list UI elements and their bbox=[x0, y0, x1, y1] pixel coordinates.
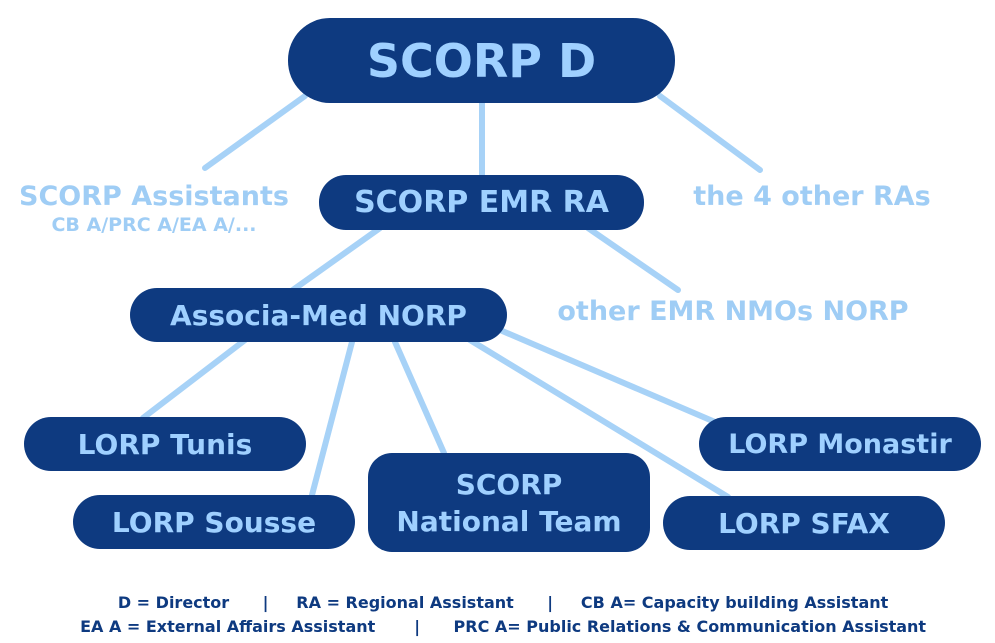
legend-line-1: D = Director | RA = Regional Assistant |… bbox=[0, 574, 995, 612]
node-scorp-d-label: SCORP D bbox=[366, 33, 597, 88]
node-scorp-national-team: SCORP National Team bbox=[368, 453, 650, 552]
line-associa-med-sousse bbox=[309, 339, 355, 498]
line-associa-med-tunis bbox=[140, 337, 248, 421]
node-scorp-emr-ra-label: SCORP EMR RA bbox=[354, 185, 609, 220]
node-lorp-tunis: LORP Tunis bbox=[24, 417, 306, 471]
label-scorp-assistants: SCORP Assistants CB A/PRC A/EA A/... bbox=[14, 180, 294, 236]
label-other-emr-nmos-text: other EMR NMOs NORP bbox=[557, 296, 909, 327]
line-associa-med-national-team bbox=[392, 339, 447, 456]
node-lorp-sfax-label: LORP SFAX bbox=[718, 506, 890, 540]
node-lorp-sousse: LORP Sousse bbox=[73, 495, 355, 549]
label-scorp-assistants-line2: CB A/PRC A/EA A/... bbox=[51, 214, 257, 236]
node-lorp-monastir: LORP Monastir bbox=[699, 417, 981, 471]
node-national-team-line2: National Team bbox=[396, 504, 622, 538]
line-emr-ra-other-nmos bbox=[585, 225, 681, 293]
line-associa-med-sfax bbox=[467, 337, 731, 500]
label-other-ras-text: the 4 other RAs bbox=[693, 181, 931, 212]
legend-line-2-text: EA A = External Affairs Assistant | PRC … bbox=[80, 617, 927, 636]
node-associa-med-norp: Associa-Med NORP bbox=[130, 288, 507, 342]
node-lorp-tunis-label: LORP Tunis bbox=[77, 427, 253, 461]
line-emr-ra-associa-med bbox=[287, 225, 383, 295]
line-associa-med-monastir bbox=[497, 327, 718, 425]
node-national-team-line1: SCORP bbox=[455, 467, 563, 501]
line-root-assistants bbox=[202, 93, 308, 171]
node-lorp-sfax: LORP SFAX bbox=[663, 496, 945, 550]
node-lorp-sousse-label: LORP Sousse bbox=[111, 505, 317, 539]
node-scorp-d: SCORP D bbox=[288, 18, 675, 103]
legend-line-1-text: D = Director | RA = Regional Assistant |… bbox=[117, 593, 889, 612]
label-other-ras: the 4 other RAs bbox=[688, 180, 936, 214]
legend-line-2: EA A = External Affairs Assistant | PRC … bbox=[0, 598, 995, 636]
node-associa-med-norp-label: Associa-Med NORP bbox=[170, 298, 467, 332]
label-other-emr-nmos: other EMR NMOs NORP bbox=[552, 295, 914, 329]
label-scorp-assistants-line1: SCORP Assistants bbox=[19, 181, 289, 212]
node-scorp-emr-ra: SCORP EMR RA bbox=[319, 175, 644, 230]
node-lorp-monastir-label: LORP Monastir bbox=[728, 428, 952, 460]
line-root-other-ras bbox=[657, 93, 763, 173]
